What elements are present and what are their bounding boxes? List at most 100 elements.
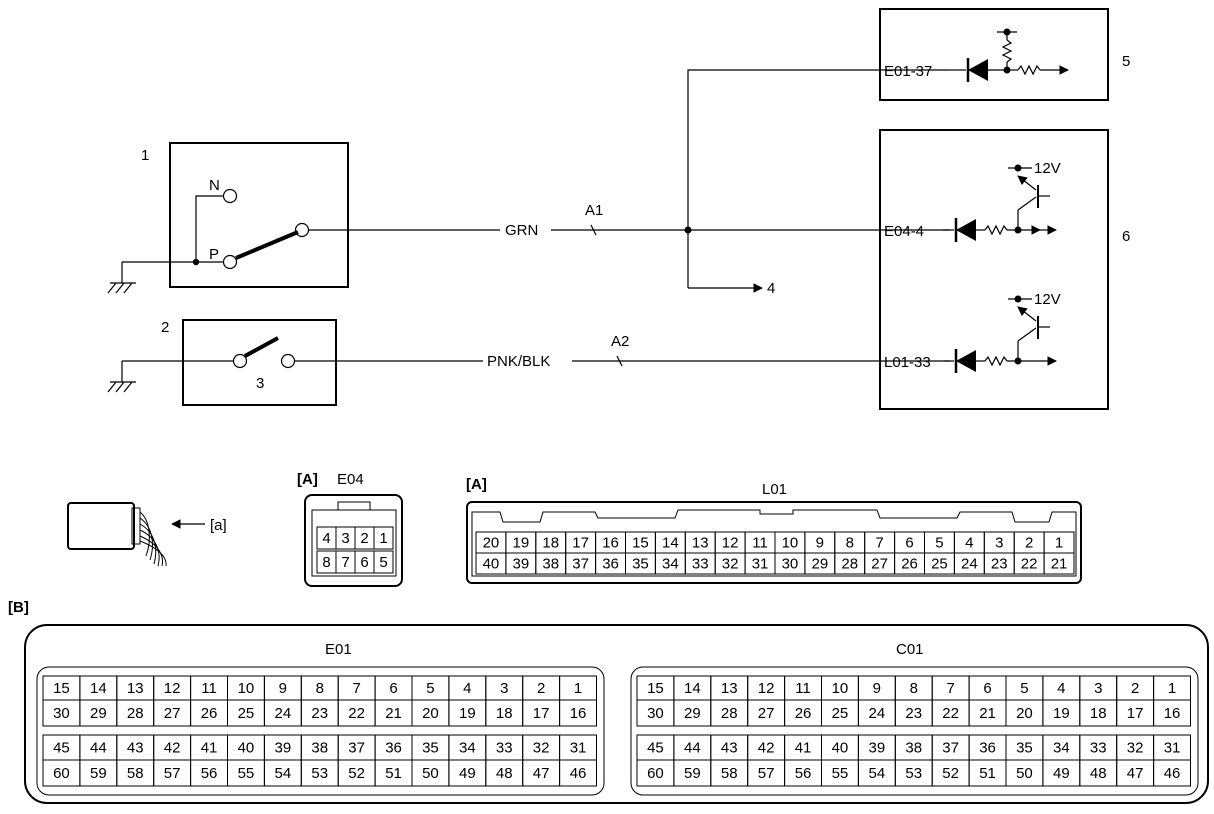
pin-label: 53 [905,765,922,782]
label-2: 2 [161,319,169,336]
pin-label: 37 [942,740,959,757]
terminal-e04-4: E04-4 [884,223,924,240]
pin-label: 59 [90,765,107,782]
pin-label: 51 [385,765,402,782]
pin-cell [373,550,394,574]
pin-label: 25 [832,705,849,722]
pin-label: 57 [758,765,775,782]
pin-label: 28 [721,705,738,722]
pin-label: 52 [348,765,365,782]
pin-label: 34 [662,556,679,573]
pin-label: 2 [1025,535,1033,552]
switch-2: 2 3 [107,319,337,406]
pin-label: 8 [910,680,918,697]
pin-label: 13 [127,680,144,697]
pin-label: 42 [758,740,775,757]
pin-label: 48 [496,765,513,782]
pin-label: 20 [483,535,500,552]
pin-label: 33 [1090,740,1107,757]
pin-label: 49 [459,765,476,782]
pin-label: 16 [602,535,619,552]
np-link [195,195,223,263]
label-6: 6 [1122,228,1130,245]
pin-label: 55 [832,765,849,782]
diode-icon [956,350,976,372]
pin-label: 27 [871,556,888,573]
diode-icon [956,219,976,241]
label-small-a: [a] [210,517,227,534]
module-6-box [879,129,1109,410]
pin-label: 25 [238,705,255,722]
pin-label: 2 [1131,680,1139,697]
label-4: 4 [767,280,775,297]
wire-a2-color: PNK/BLK [487,353,550,370]
pin-label: 28 [841,556,858,573]
pin-label: 38 [311,740,328,757]
pin-label: 53 [311,765,328,782]
pin-label: 31 [1164,740,1181,757]
pin-label: 21 [1051,556,1068,573]
pin-label: 19 [459,705,476,722]
label-12v: 12V [1034,160,1061,177]
pin-label: 10 [782,535,799,552]
pin-label: 23 [991,556,1008,573]
pin-label: 54 [869,765,886,782]
pin-label: 13 [721,680,738,697]
pin-label: 37 [572,556,589,573]
pin-label: 26 [901,556,918,573]
pin-label: 10 [238,680,255,697]
pin-label: 1 [574,680,582,697]
pin-label: 9 [816,535,824,552]
pin-label: 8 [846,535,854,552]
pin-label: 59 [684,765,701,782]
pin-label: 4 [965,535,973,552]
terminal-common [294,222,310,238]
switch-2-box [182,319,337,406]
pin-label: 15 [647,680,664,697]
pin-label: 41 [201,740,218,757]
pin-label: 47 [1127,765,1144,782]
pin-label: 6 [389,680,397,697]
pin-label: 58 [127,765,144,782]
pin-label: 30 [647,705,664,722]
pin-label: 17 [1127,705,1144,722]
pin-label: 40 [483,556,500,573]
pin-label: 21 [979,705,996,722]
pin-label: 36 [979,740,996,757]
pin-label: 55 [238,765,255,782]
pin-label: 32 [722,556,739,573]
pin-label: 33 [692,556,709,573]
pin-label: 56 [201,765,218,782]
tag-b: [B] [8,599,29,616]
pin-cell [559,759,597,787]
pin-label: 6 [905,535,913,552]
pin-label: 41 [795,740,812,757]
pin-label: 12 [722,535,739,552]
pin-label: 34 [459,740,476,757]
pin-label: 17 [572,535,589,552]
pin-cell [1043,552,1075,575]
pin-label: 56 [795,765,812,782]
terminal-l01-33: L01-33 [884,354,931,371]
pin-label: 45 [53,740,70,757]
pin-label: 18 [496,705,513,722]
pin-label: 23 [905,705,922,722]
pin-label: 31 [570,740,587,757]
pin-label: 7 [341,554,349,571]
pin-label: 11 [752,535,768,552]
pin-label: 32 [533,740,550,757]
pin-label: 39 [275,740,292,757]
pin-label: 10 [832,680,849,697]
pin-label: 1 [379,530,387,547]
label-3: 3 [256,375,264,392]
pin-label: 16 [570,705,587,722]
switch-blade [235,230,299,260]
e04-name: E04 [337,471,364,488]
pin-cell [559,699,597,727]
tag-a-e04: [A] [297,471,318,488]
pin-label: 52 [942,765,959,782]
pin-label: 5 [379,554,387,571]
